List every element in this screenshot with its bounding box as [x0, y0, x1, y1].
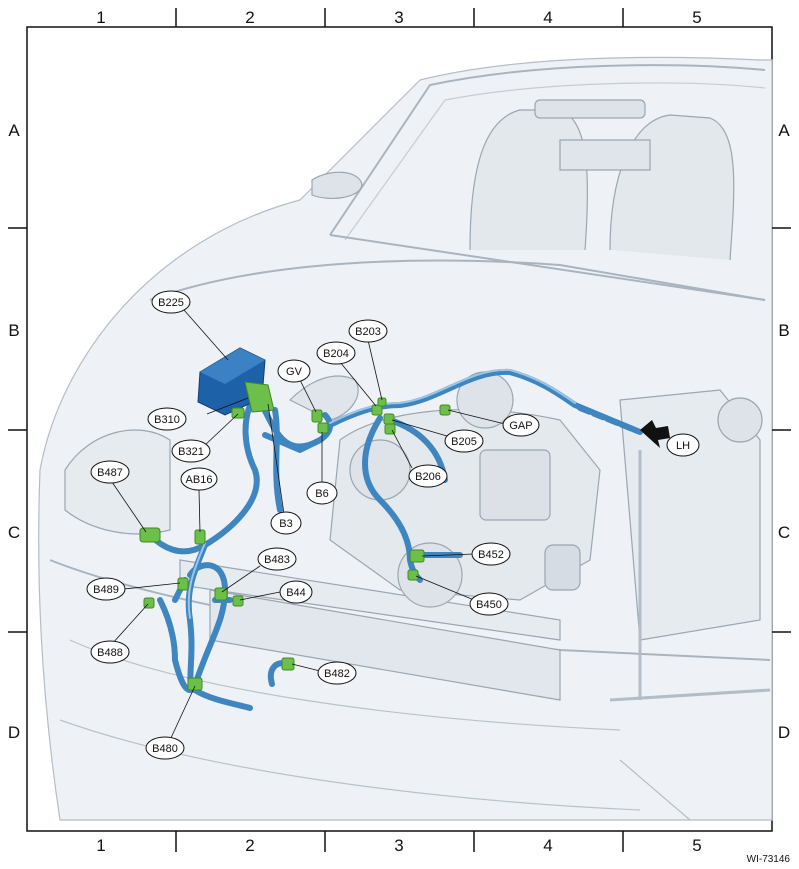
svg-text:B203: B203 [355, 326, 381, 338]
svg-text:B321: B321 [178, 446, 204, 458]
vehicle-illustration [38, 56, 773, 821]
grid-column-labels-top: 1 2 3 4 5 [96, 8, 701, 27]
svg-text:B204: B204 [323, 348, 349, 360]
svg-text:B487: B487 [97, 467, 123, 479]
callout-b310: B310 [147, 407, 187, 431]
connector-b480 [187, 677, 203, 691]
callout-b452: B452 [471, 542, 511, 566]
callout-b204: B204 [316, 341, 356, 365]
col-label-5-top: 5 [692, 8, 701, 27]
col-label-1-top: 1 [96, 8, 105, 27]
row-label-b-right: B [778, 321, 789, 340]
connector-b452 [409, 549, 425, 563]
row-label-a-right: A [778, 121, 790, 140]
col-label-1-bottom: 1 [96, 836, 105, 855]
svg-text:B310: B310 [154, 414, 180, 426]
svg-text:B225: B225 [158, 297, 184, 309]
svg-text:B452: B452 [478, 549, 504, 561]
callout-b205: B205 [444, 429, 484, 453]
svg-text:B482: B482 [324, 668, 350, 680]
col-label-2-bottom: 2 [245, 836, 254, 855]
connector-b450 [407, 569, 419, 581]
figure-reference: WI-73146 [747, 854, 791, 865]
col-label-3-bottom: 3 [394, 836, 403, 855]
grid-column-labels-bottom: 1 2 3 4 5 [96, 836, 701, 855]
svg-text:B483: B483 [264, 554, 290, 566]
callout-b225: B225 [151, 290, 191, 314]
callout-b6: B6 [306, 481, 338, 505]
svg-text:B450: B450 [476, 599, 502, 611]
svg-text:B206: B206 [415, 471, 441, 483]
callout-b489: B489 [86, 577, 126, 601]
col-label-4-top: 4 [543, 8, 552, 27]
callout-b487: B487 [90, 460, 130, 484]
callout-b450: B450 [469, 592, 509, 616]
callouts: B225 B203 B204 GV B310 B321 B205 GAP B20… [86, 290, 700, 760]
callout-b482: B482 [317, 661, 357, 685]
svg-text:AB16: AB16 [186, 474, 213, 486]
module-b225-box [197, 347, 266, 416]
connector-b310 [244, 381, 275, 413]
connector-b487 [139, 527, 161, 543]
svg-text:B44: B44 [286, 587, 306, 599]
callout-lh: LH [666, 433, 700, 457]
col-label-4-bottom: 4 [543, 836, 552, 855]
connector-b489 [177, 577, 189, 591]
grid-row-labels-right: A B C D [778, 121, 790, 742]
connector-b321 [231, 407, 245, 419]
col-label-2-top: 2 [245, 8, 254, 27]
callout-b206: B206 [408, 464, 448, 488]
svg-text:B480: B480 [152, 743, 178, 755]
connector-b6 [317, 422, 329, 434]
connectors [139, 381, 451, 691]
row-label-c-right: C [778, 523, 790, 542]
connector-b44 [232, 595, 244, 607]
leader-lines [111, 309, 506, 741]
callout-b480: B480 [145, 736, 185, 760]
callout-b3: B3 [270, 511, 302, 535]
callout-gv: GV [277, 359, 311, 383]
svg-text:LH: LH [676, 440, 690, 452]
col-label-3-top: 3 [394, 8, 403, 27]
callout-b483: B483 [257, 547, 297, 571]
svg-text:GV: GV [286, 366, 303, 378]
connector-b203 [377, 397, 387, 407]
svg-text:B489: B489 [93, 584, 119, 596]
callout-b488: B488 [90, 640, 130, 664]
lh-direction-arrow [640, 420, 670, 448]
callout-gap: GAP [502, 413, 540, 437]
grid-row-labels-left: A B C D [8, 121, 20, 742]
svg-text:B488: B488 [97, 647, 123, 659]
callout-b44: B44 [279, 580, 313, 604]
svg-text:B6: B6 [315, 488, 328, 500]
row-label-a-left: A [8, 121, 20, 140]
connector-gap [439, 404, 451, 416]
col-label-5-bottom: 5 [692, 836, 701, 855]
callout-b321: B321 [171, 439, 211, 463]
svg-text:B205: B205 [451, 436, 477, 448]
svg-text:GAP: GAP [509, 420, 532, 432]
connector-ab16 [194, 529, 206, 545]
row-label-d-right: D [778, 723, 790, 742]
callout-ab16: AB16 [180, 467, 218, 491]
connector-gv [311, 409, 323, 423]
connector-b205 [383, 413, 395, 425]
svg-text:B3: B3 [279, 518, 292, 530]
callout-b203: B203 [348, 319, 388, 343]
connector-b204 [371, 404, 383, 416]
row-label-c-left: C [8, 523, 20, 542]
row-label-b-left: B [8, 321, 19, 340]
connector-b482 [281, 657, 295, 671]
grid-ticks [8, 8, 791, 852]
row-label-d-left: D [8, 723, 20, 742]
